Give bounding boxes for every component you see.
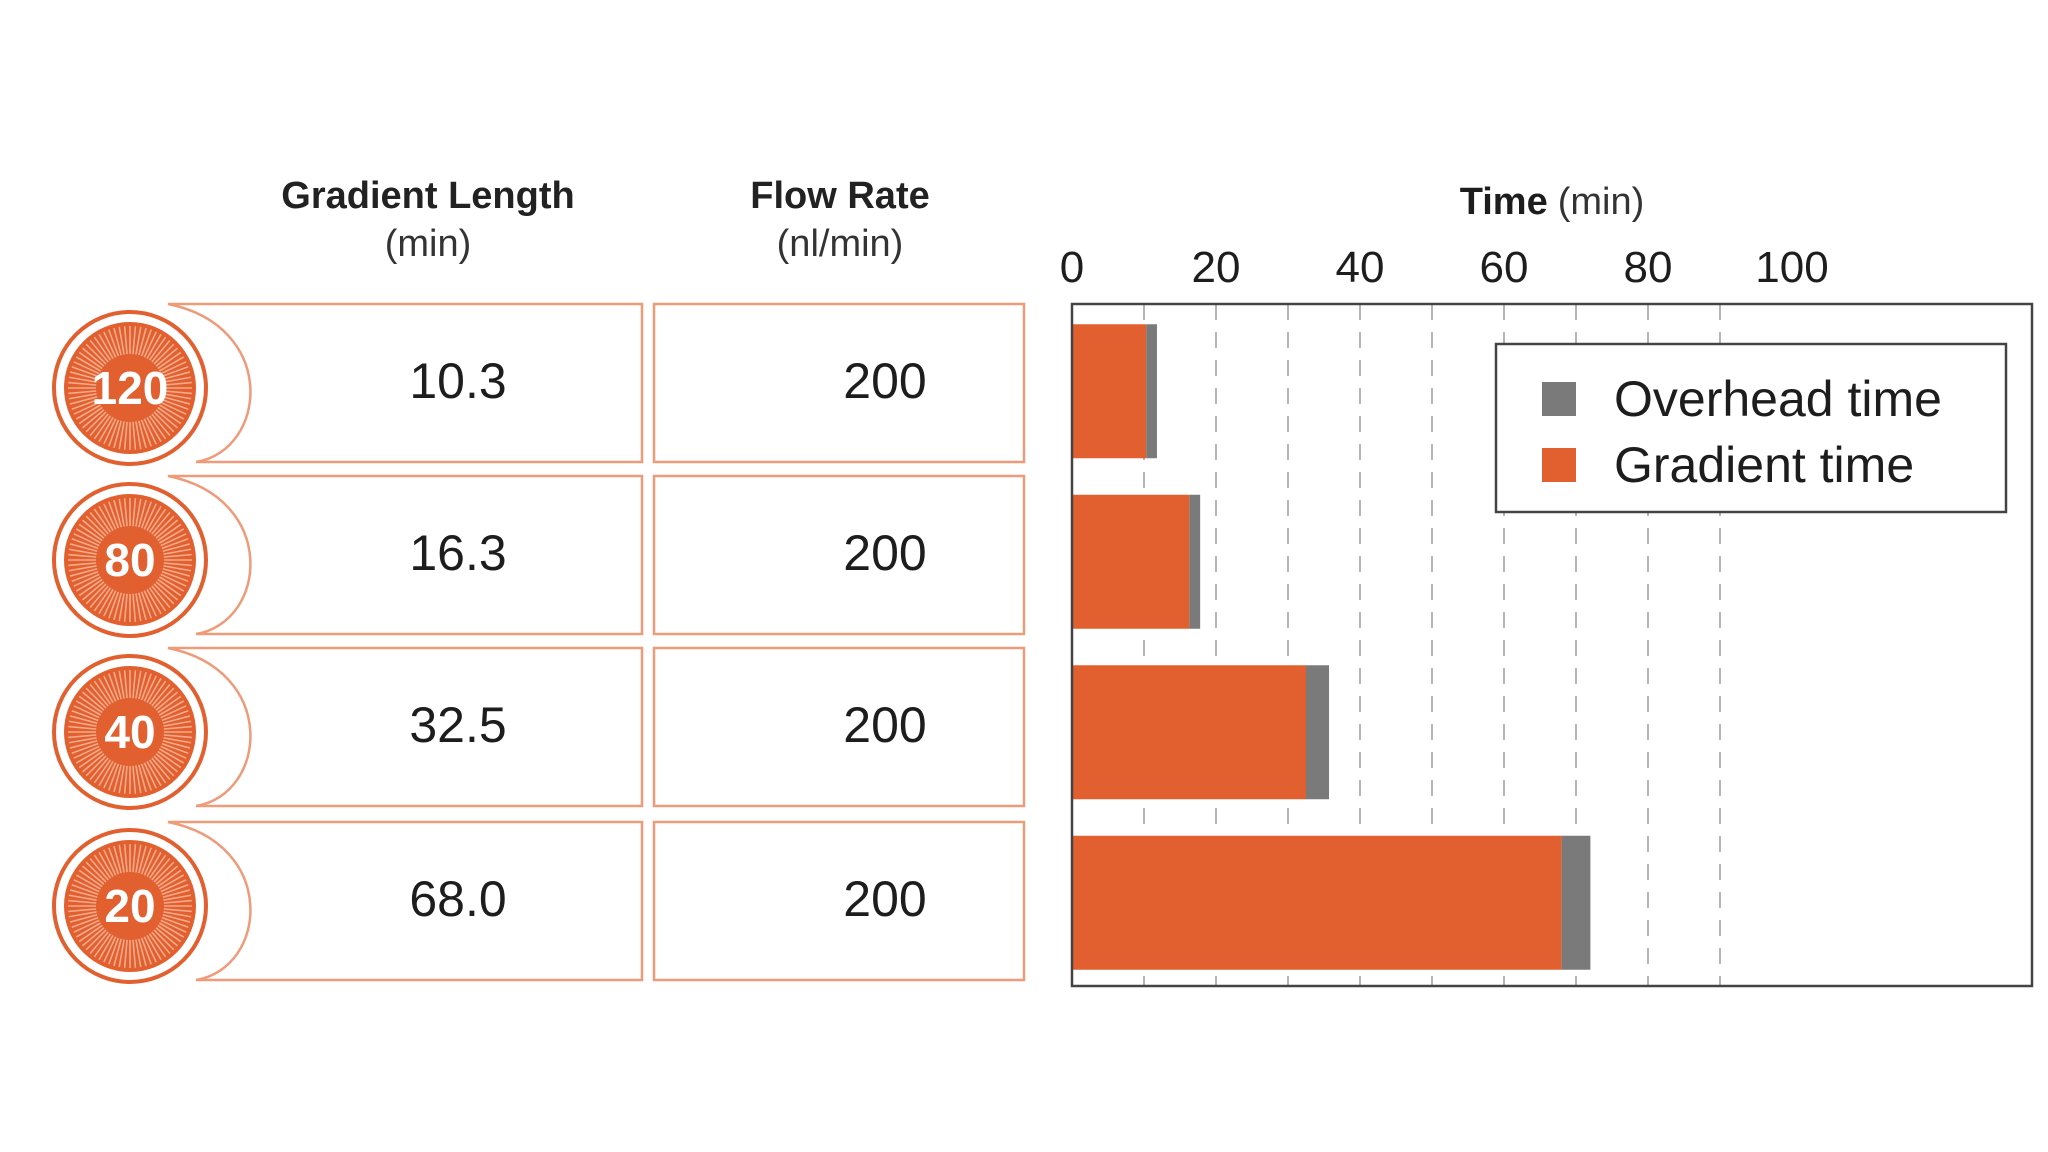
badge-sunburst-icon xyxy=(52,482,208,638)
gradient-length-header: Gradient Length (min) xyxy=(228,172,628,268)
flow-rate-cell: 200 xyxy=(843,697,927,753)
badge-sunburst-icon xyxy=(52,828,208,984)
table-row: 20 68.0 200 xyxy=(48,818,1028,984)
row-badge-label: 120 xyxy=(91,362,169,414)
row-badge-label: 40 xyxy=(104,706,156,758)
time-bar-chart: Time(min) 0 20 40 60 80 100 Overhead time Gra… xyxy=(1060,181,2034,988)
bar-overhead-time xyxy=(1561,835,1591,970)
legend-label-gradient: Gradient time xyxy=(1614,437,1914,493)
x-axis-title: Time(min) xyxy=(1460,181,1645,223)
flow-rate-cell: 200 xyxy=(843,353,927,409)
x-tick-label: 40 xyxy=(1336,243,1385,292)
row-tab-outline xyxy=(167,302,1026,464)
flow-rate-header: Flow Rate (nl/min) xyxy=(640,172,1040,268)
row-tab-outline xyxy=(167,474,1026,636)
flow-rate-cell: 200 xyxy=(843,871,927,927)
legend-label-overhead: Overhead time xyxy=(1614,371,1942,427)
flow-rate-cell: 200 xyxy=(843,525,927,581)
row-badge-label: 20 xyxy=(104,880,156,932)
legend-swatch-gradient xyxy=(1542,448,1576,482)
plot-frame xyxy=(1070,302,2034,988)
gradient-length-cell: 68.0 xyxy=(409,871,507,927)
x-tick-label: 80 xyxy=(1624,243,1673,292)
bar-gradient-time xyxy=(1072,324,1147,459)
x-tick-label: 100 xyxy=(1755,243,1828,292)
x-tick-label: 20 xyxy=(1192,243,1241,292)
x-axis-title-label: Time xyxy=(1460,181,1548,223)
bars xyxy=(1072,324,1591,970)
badge-sunburst-icon xyxy=(52,310,208,466)
table-row: 120 10.3 200 xyxy=(48,300,1028,466)
table-row: 40 32.5 200 xyxy=(48,644,1028,810)
legend-box xyxy=(1494,342,2008,514)
legend: Overhead time Gradient time xyxy=(1494,342,2008,514)
gradient-length-cell: 16.3 xyxy=(409,525,507,581)
bar-gradient-time xyxy=(1072,665,1306,800)
row-tab-outline xyxy=(167,646,1026,808)
flow-rate-header-unit: (nl/min) xyxy=(776,223,904,265)
bar-overhead-time xyxy=(1189,494,1201,629)
row-badge-label: 80 xyxy=(104,534,156,586)
bar-gradient-time xyxy=(1072,835,1562,970)
x-axis-title-unit: (min) xyxy=(1558,181,1645,223)
row-tab-outline xyxy=(167,820,1026,982)
bar-gradient-time xyxy=(1072,494,1190,629)
table-row: 80 16.3 200 xyxy=(48,472,1028,638)
bar-overhead-time xyxy=(1146,324,1157,459)
x-tick-label: 60 xyxy=(1480,243,1529,292)
x-tick-labels: 0 20 40 60 80 100 xyxy=(1060,243,1829,292)
badge-sunburst-icon xyxy=(52,654,208,810)
legend-swatch-overhead xyxy=(1542,382,1576,416)
bar-overhead-time xyxy=(1306,665,1330,800)
gradient-length-cell: 10.3 xyxy=(409,353,507,409)
x-tick-label: 0 xyxy=(1060,243,1084,292)
gradient-length-header-unit: (min) xyxy=(384,223,472,265)
gradient-length-cell: 32.5 xyxy=(409,697,507,753)
flow-rate-header-title: Flow Rate xyxy=(750,175,930,217)
gradient-length-header-title: Gradient Length xyxy=(281,175,575,217)
